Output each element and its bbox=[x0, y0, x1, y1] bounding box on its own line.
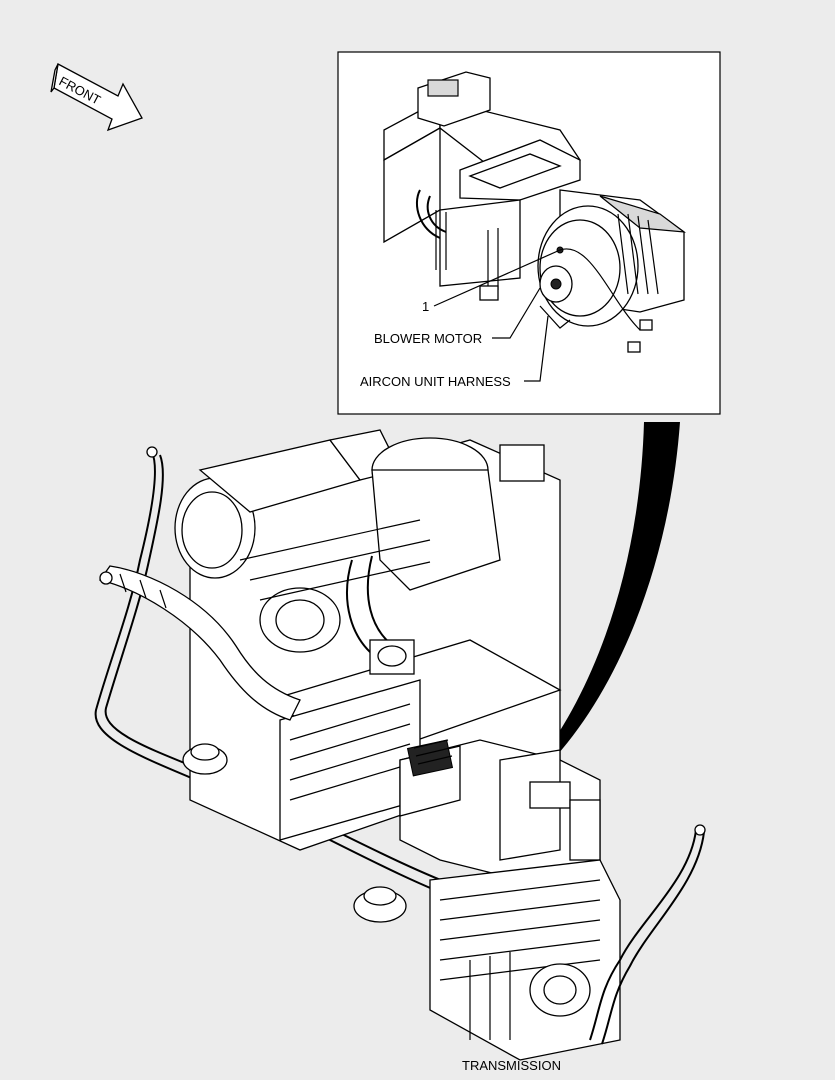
transmission-label: TRANSMISSION bbox=[462, 1058, 561, 1073]
blower-motor-label: BLOWER MOTOR bbox=[374, 331, 482, 346]
aircon-unit-drawing bbox=[383, 71, 687, 353]
front-arrow-icon: FRONT bbox=[50, 63, 143, 132]
engine-assembly-drawing bbox=[94, 429, 706, 1061]
detail-inset: 1 BLOWER MOTOR AIRCON UNIT HARNESS bbox=[337, 51, 721, 415]
callout-1: 1 bbox=[422, 299, 429, 314]
detail-callout-wedge bbox=[540, 422, 680, 765]
aircon-unit-harness-label: AIRCON UNIT HARNESS bbox=[360, 374, 511, 389]
